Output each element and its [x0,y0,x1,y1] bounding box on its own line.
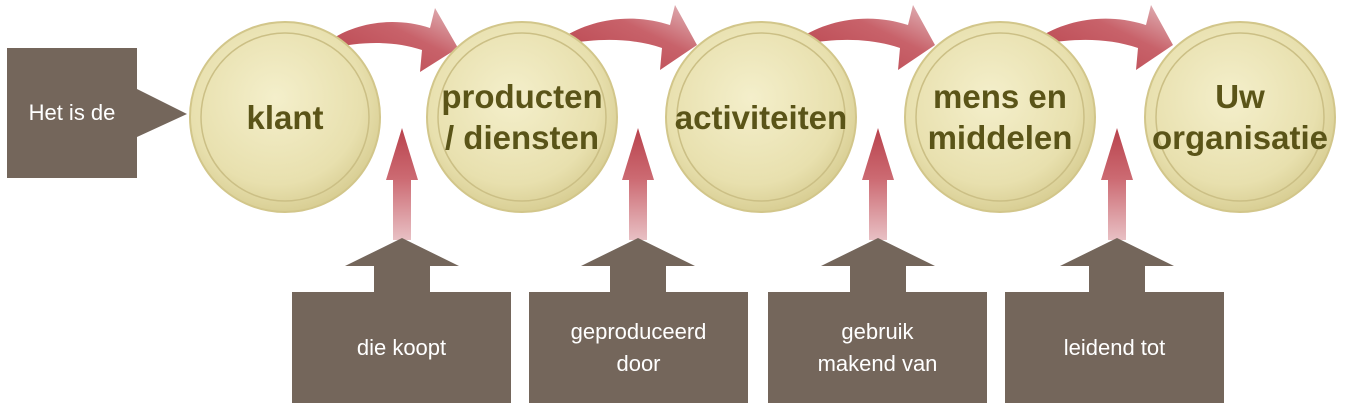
connector-box-4 [1005,238,1224,403]
connector-label-1: die koopt [356,335,447,360]
circle-label-klant: klant [246,98,324,136]
connector-label-3: gebruik makend van [817,319,938,376]
circle-activiteiten [665,21,857,213]
start-box [7,48,187,178]
up-arrow-1 [386,128,418,240]
circle-label-organisatie: Uw organisatie [1151,78,1329,156]
circle-uw-organisatie [1144,21,1336,213]
curved-arrow-2 [562,5,697,70]
circle-label-activiteiten: activiteiten [674,98,848,136]
up-arrow-2 [622,128,654,240]
curved-arrow-4 [1038,5,1173,70]
circle-label-producten: producten / diensten [441,78,603,156]
circle-klant [189,21,381,213]
circle-mens-en-middelen [904,21,1096,213]
up-arrow-4 [1101,128,1133,240]
curved-arrow-1 [328,8,458,72]
start-label: Het is de [28,100,116,125]
circle-label-mens: mens en middelen [927,78,1073,156]
connector-label-4: leidend tot [1063,335,1166,360]
connector-box-3 [768,238,987,403]
up-arrow-3 [862,128,894,240]
connector-box-2 [529,238,748,403]
connector-box-1 [292,238,511,403]
circle-producten-diensten [426,21,618,213]
connector-label-2: geproduceerd door [570,319,707,376]
curved-arrow-3 [800,5,935,70]
